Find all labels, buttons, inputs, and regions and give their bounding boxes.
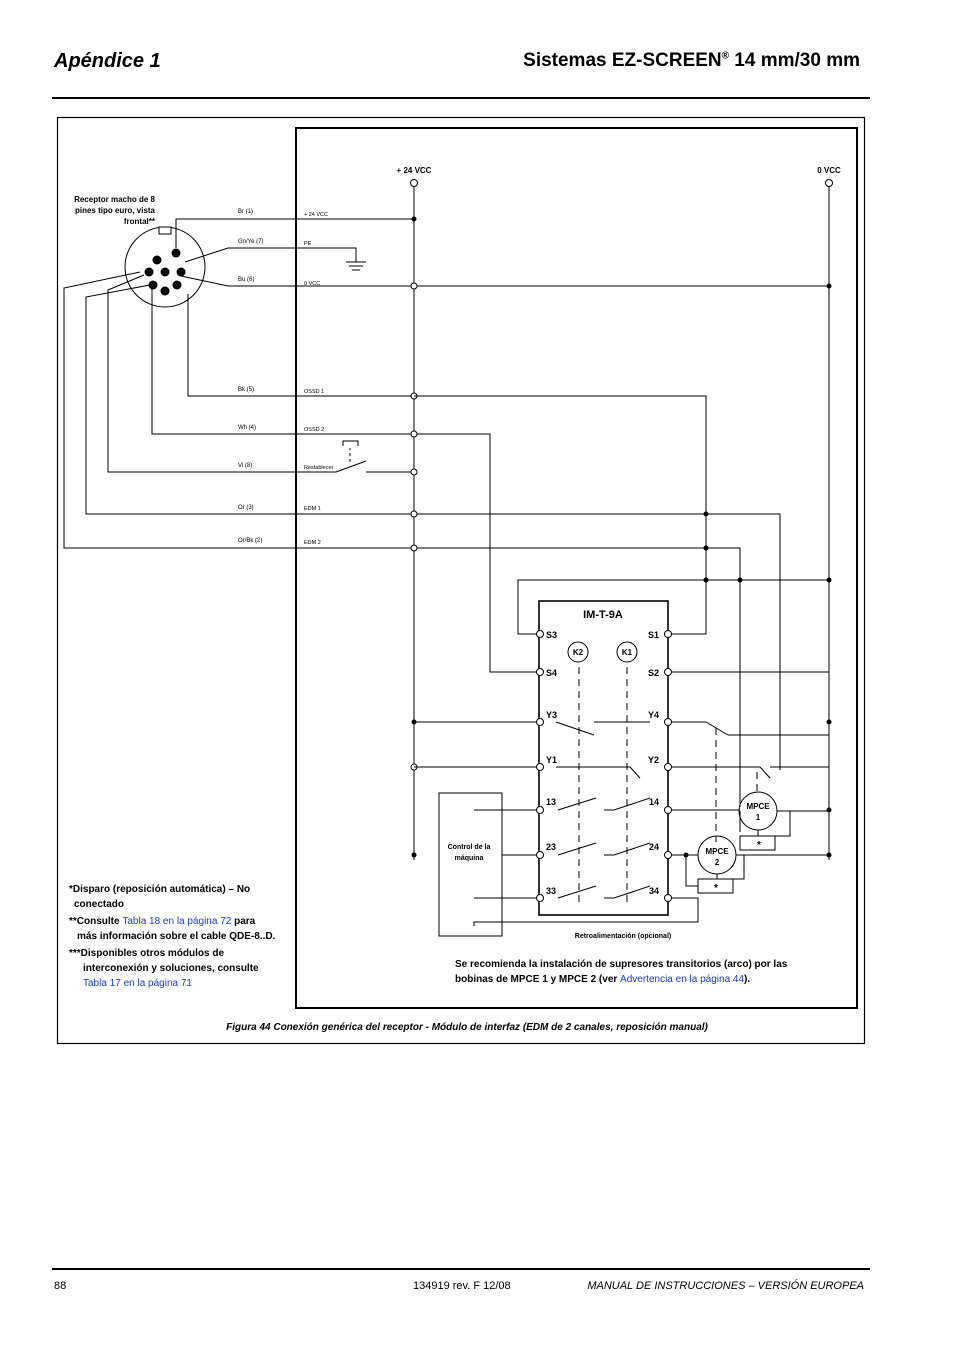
receptor-label-3: frontal**	[124, 217, 156, 226]
supply-zero-label: 0 VCC	[817, 166, 841, 175]
module-terminal-right: Y4	[648, 710, 659, 720]
header-product-title: Sistemas EZ-SCREEN® 14 mm/30 mm	[523, 50, 860, 71]
note-trip-1: *Disparo (reposición automática) – No	[69, 884, 250, 895]
diagram-frame	[295, 127, 858, 1009]
machine-control-box	[438, 792, 503, 937]
mpce1-suppressor-asterisk: *	[757, 840, 761, 851]
feedback-label: Retroalimentación (opcional)	[575, 933, 671, 940]
terminal-label: EDM 1	[304, 506, 321, 512]
link-advertencia[interactable]: Advertencia en la página 44	[620, 974, 744, 985]
terminal-label: OSSD 2	[304, 427, 324, 433]
receptor-label-1: Receptor macho de 8	[74, 195, 155, 204]
machine-control-label-2: máquina	[455, 855, 484, 862]
wire-color-label: Gn/Ye (7)	[238, 239, 263, 245]
module-terminal-right: S1	[648, 630, 659, 640]
module-terminal-left: S4	[546, 668, 557, 678]
note-cable-1: **Consulte Tabla 18 en la página 72 para	[69, 916, 256, 927]
wire-or	[85, 284, 781, 770]
note-cable-2: más información sobre el cable QDE-8..D.	[77, 931, 276, 942]
module-terminal-right: S2	[648, 668, 659, 678]
module-terminal-left: 13	[546, 797, 556, 807]
wire-color-label: Br (1)	[238, 209, 253, 215]
surge-note-2: bobinas de MPCE 1 y MPCE 2 (ver Adverten…	[455, 974, 750, 985]
link-tabla-18[interactable]: Tabla 18 en la página 72	[122, 916, 231, 927]
module-terminal-left: 33	[546, 886, 556, 896]
terminal-label: 0 VCC	[304, 281, 320, 287]
wire-color-label: Or/Bk (2)	[238, 538, 262, 544]
wire-color-label: Or (3)	[238, 505, 254, 511]
mpce1-label-2: 1	[756, 813, 761, 822]
module-terminal-right: 14	[649, 797, 659, 807]
mpce2-label-1: MPCE	[705, 847, 729, 856]
surge-note-1: Se recomienda la instalación de supresor…	[455, 959, 788, 970]
reset-switch	[335, 440, 414, 473]
footer-manual-title: MANUAL DE INSTRUCCIONES – VERSIÓN EUROPE…	[587, 1280, 864, 1292]
wire-color-label: Bk (5)	[238, 387, 254, 393]
wire-vi	[107, 274, 336, 473]
machine-control-label-1: Control de la	[448, 844, 491, 851]
wire-wh	[149, 285, 540, 673]
wire-bu	[180, 275, 829, 287]
wire-bk	[187, 294, 414, 397]
mpce2-label-2: 2	[715, 858, 720, 867]
figure-caption: Figura 44 Conexión genérica del receptor…	[226, 1022, 708, 1033]
receptor-label-2: pines tipo euro, vista	[75, 206, 156, 215]
relay-k1-label: K1	[622, 648, 633, 657]
terminal-label: Restablecer	[304, 465, 334, 471]
header-section-title: Apéndice 1	[54, 50, 161, 72]
relay-k2-label: K2	[573, 648, 584, 657]
terminal-label: PE	[304, 241, 312, 247]
ground-symbol	[346, 261, 366, 271]
wire-color-label: Wh (4)	[238, 425, 256, 431]
footer-revision: 134919 rev. F 12/08	[413, 1280, 511, 1292]
mpce2-suppressor-asterisk: *	[714, 883, 718, 894]
module-name: IM-T-9A	[583, 609, 623, 621]
footer-page-number: 88	[54, 1280, 67, 1292]
link-tabla-17[interactable]: Tabla 17 en la página 71	[83, 978, 192, 989]
note-modules-1: ***Disponibles otros módulos de	[69, 948, 224, 959]
module-terminal-left: Y1	[546, 755, 557, 765]
wire-color-label: Bu (6)	[238, 277, 254, 283]
terminal-label: OSSD 1	[304, 389, 324, 395]
module-terminal-left: 23	[546, 842, 556, 852]
terminal-label: EDM 2	[304, 540, 321, 546]
mpce1-label-1: MPCE	[746, 802, 770, 811]
note-modules-2: interconexión y soluciones, consulte	[83, 963, 259, 974]
module-terminal-right: Y2	[648, 755, 659, 765]
module-terminal-left: S3	[546, 630, 557, 640]
footer-rule	[52, 1268, 870, 1270]
module-terminal-left: Y3	[546, 710, 557, 720]
supply-plus-label: + 24 VCC	[397, 166, 432, 175]
receptor-connector	[124, 226, 206, 308]
mpce1-coil	[738, 791, 778, 831]
im-t-9a-module	[538, 600, 669, 916]
wire-orbk	[63, 271, 741, 807]
header-rule	[52, 97, 870, 99]
wire-gnye	[184, 247, 357, 263]
wire-color-label: Vi (8)	[238, 463, 252, 469]
note-trip-2: conectado	[74, 899, 124, 910]
module-terminal-right: 34	[649, 886, 659, 896]
figure-frame	[56, 116, 866, 1045]
terminal-label: + 24 VCC	[304, 212, 328, 218]
module-terminal-right: 24	[649, 842, 659, 852]
wire-br	[175, 218, 414, 248]
